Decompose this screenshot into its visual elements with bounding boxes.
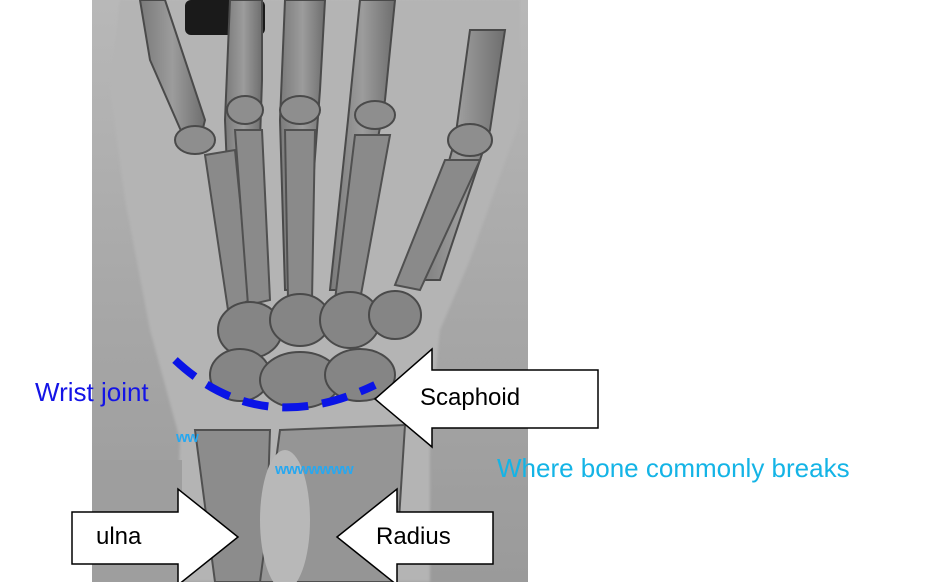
radius-label: Radius [376, 525, 451, 549]
ulna-label: ulna [96, 525, 141, 549]
short-break-mark: ww [176, 430, 198, 445]
wrist-joint-label: Wrist joint [35, 379, 149, 405]
long-break-mark: wwwwwww [275, 462, 353, 477]
break-note-label: Where bone commonly breaks [497, 455, 850, 481]
scaphoid-label: Scaphoid [420, 386, 520, 410]
